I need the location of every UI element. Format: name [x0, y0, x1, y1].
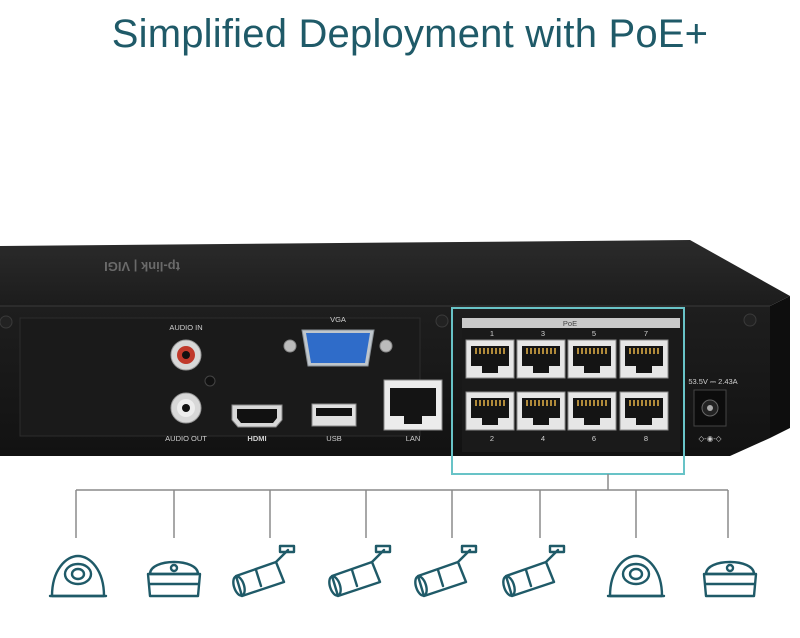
poe-port-number: 2: [490, 434, 494, 443]
screw-mid: [435, 314, 449, 328]
power-polarity-icon: ◇-◉-◇: [698, 434, 722, 443]
poe-ethernet-port: [465, 391, 515, 431]
screw-right: [743, 313, 757, 327]
reset-button: [204, 375, 216, 387]
poe-port-number: 4: [541, 434, 545, 443]
poe-highlight-frame: [451, 307, 685, 475]
poe-ethernet-port: [516, 391, 566, 431]
poe-ethernet-port: [567, 339, 617, 379]
power-rating-label: 53.5V ⎓ 2.43A: [688, 377, 737, 386]
poe-port-number: 7: [644, 329, 648, 338]
brand-logo-text: tp-link | VIGI: [104, 259, 180, 274]
poe-ethernet-port: [516, 339, 566, 379]
nvr-device: tp-link | VIGI AUDIO IN AUDIO OUT VGA HD…: [0, 240, 790, 456]
turret-camera-icon: [606, 554, 666, 598]
poe-port-number: 3: [541, 329, 545, 338]
vga-label: VGA: [330, 315, 346, 324]
poe-label: PoE: [563, 319, 577, 328]
poe-ethernet-port: [567, 391, 617, 431]
device-side-panel: [770, 296, 790, 438]
poe-ethernet-port: [465, 339, 515, 379]
audio-in-label: AUDIO IN: [169, 323, 202, 332]
connection-tree: [75, 474, 729, 538]
poe-port-number: 5: [592, 329, 596, 338]
poe-port-number: 8: [644, 434, 648, 443]
usb-label: USB: [326, 434, 341, 443]
dome-camera-icon: [702, 560, 758, 598]
bullet-camera-icon: [328, 544, 392, 598]
vga-screw-right: [379, 339, 393, 353]
screw-left: [0, 315, 13, 329]
poe-port-number: 1: [490, 329, 494, 338]
bullet-camera-icon: [414, 544, 478, 598]
camera-row: [48, 544, 758, 598]
lan-label: LAN: [406, 434, 421, 443]
poe-port-numbers-top: 1 3 5 7: [490, 329, 648, 338]
poe-ethernet-port: [619, 339, 669, 379]
bullet-camera-icon: [232, 544, 296, 598]
dome-camera-icon: [146, 560, 202, 598]
poe-ethernet-port: [619, 391, 669, 431]
poe-port-number: 6: [592, 434, 596, 443]
poe-ports: [465, 339, 669, 431]
page-title: Simplified Deployment with PoE+: [111, 12, 709, 56]
poe-port-block: [462, 318, 680, 452]
audio-out-label: AUDIO OUT: [165, 434, 207, 443]
device-top-panel: [0, 240, 790, 306]
poe-port-numbers-bottom: 2 4 6 8: [490, 434, 648, 443]
bullet-camera-icon: [502, 544, 566, 598]
poe-label-strip: [462, 318, 680, 328]
turret-camera-icon: [48, 554, 108, 598]
vga-screw-left: [283, 339, 297, 353]
hdmi-label: HDMI: [247, 434, 266, 443]
